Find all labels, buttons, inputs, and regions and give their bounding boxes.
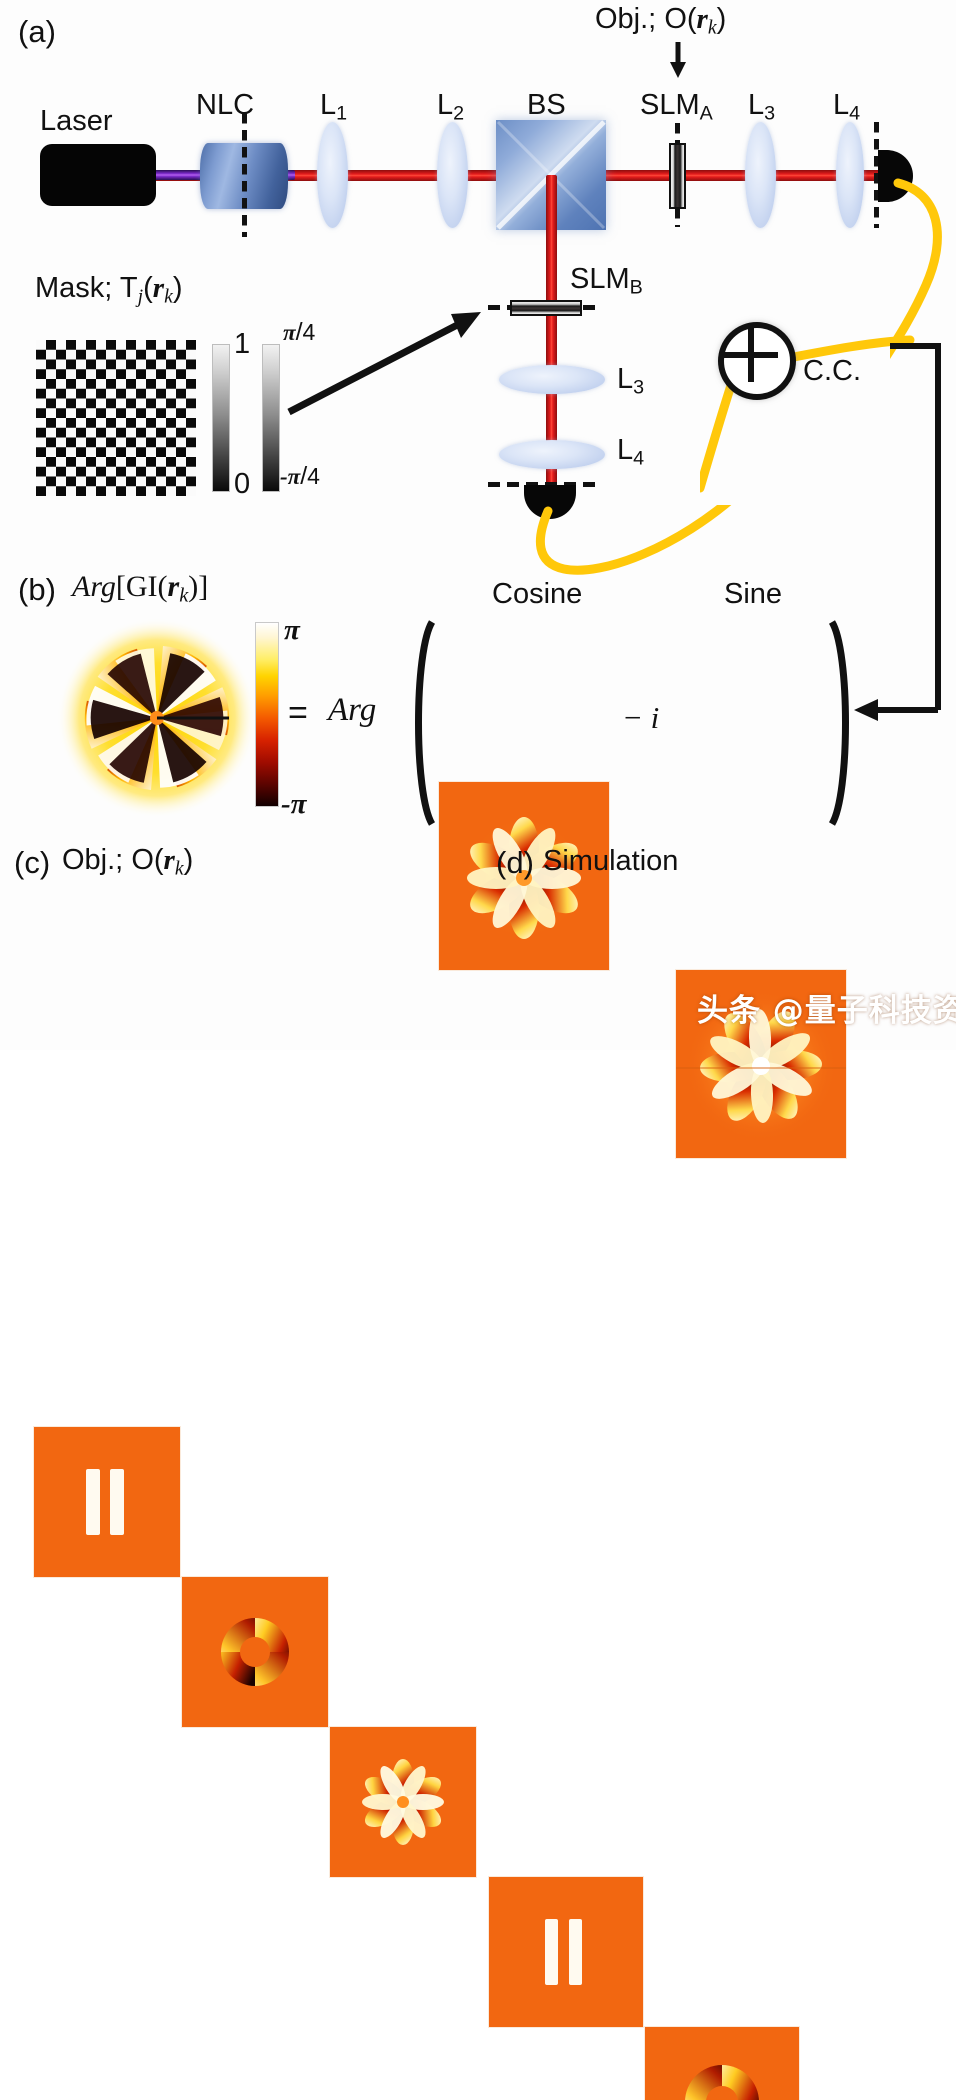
- lens3b-label: L3: [617, 363, 645, 399]
- panel-c-title: Obj.; O(rk): [62, 844, 193, 881]
- lens-l4: [836, 122, 864, 228]
- equals-sign: =: [288, 694, 308, 732]
- panel-b-label: (b): [18, 572, 56, 607]
- figure-canvas: (a) Obj.; O(rk) Laser NLC L1 L2 BS SLMA …: [14, 3, 956, 2100]
- mask-amp-min-label: 0: [234, 468, 251, 500]
- panel-b-cbar-min: -π: [281, 788, 307, 820]
- sine-label: Sine: [724, 578, 783, 610]
- lens-l3: [745, 122, 776, 228]
- mask-title-symbol: T: [119, 272, 138, 304]
- laser-source: [40, 144, 156, 206]
- panel-c-title-arg: r: [163, 844, 175, 876]
- panel-b-title: Arg[GI(rk)]: [72, 570, 208, 608]
- nlc-dashed-plane: [242, 113, 247, 237]
- panel-b-title-var: r: [167, 570, 180, 603]
- coincidence-label: C.C.: [803, 355, 861, 387]
- lens4b-label: L4: [617, 434, 645, 470]
- lens4-label: L4: [833, 89, 861, 125]
- panel-c-title-symbol: O(: [131, 844, 164, 876]
- panel-b-colorbar: [255, 622, 279, 807]
- beam-vertical: [546, 175, 557, 495]
- panel-d-tile-1: [489, 1877, 643, 2027]
- panel-c-tile-3: [330, 1727, 476, 1877]
- lens-l3-lower: [499, 365, 605, 394]
- mask-title: Mask; Tj(rk): [35, 272, 182, 309]
- cc-routing-arrow-icon: [854, 699, 938, 721]
- lens1-label: L1: [320, 89, 348, 125]
- gi-phase-image: [50, 616, 265, 821]
- mask-checkerboard-image: [36, 340, 196, 496]
- mask-title-arg-sub: k: [164, 285, 173, 308]
- cc-routing-line: [890, 343, 941, 710]
- slm-b-device[interactable]: [510, 300, 582, 316]
- panel-a-label: (a): [18, 14, 56, 49]
- cosine-image: [439, 782, 609, 970]
- object-label-arg: r: [696, 3, 708, 35]
- panel-b-cbar-max: π: [284, 614, 300, 646]
- panel-c-title-prefix: Obj.;: [62, 844, 124, 876]
- object-label: Obj.; O(rk): [595, 3, 726, 40]
- panel-b-title-open: [: [115, 570, 126, 603]
- mask-title-open: (: [143, 272, 153, 304]
- bracket-open: [415, 620, 436, 826]
- slm-a-label: SLMA: [640, 89, 713, 125]
- panel-c-tile-2: [182, 1577, 328, 1727]
- bs-label: BS: [527, 89, 566, 121]
- panel-d-tile-2: [645, 2027, 799, 2100]
- fiber-detector-b: [535, 505, 732, 575]
- panel-b-title-close: )]: [188, 570, 209, 603]
- watermark-text: 头条 @量子科技资讯: [697, 993, 956, 1029]
- mask-title-close: ): [172, 272, 183, 304]
- object-label-close: ): [716, 3, 727, 35]
- panel-c-title-arg-sub: k: [174, 857, 184, 880]
- lens-l2: [437, 122, 468, 228]
- mask-phase-max-label: π/4: [283, 318, 316, 346]
- mask-phase-colorbar: [262, 344, 280, 492]
- panel-b-title-var-sub: k: [179, 584, 189, 607]
- detector-a-dashed-plane: [874, 122, 879, 228]
- panel-c-label: (c): [14, 845, 51, 880]
- lens3-label: L3: [748, 89, 776, 125]
- mask-phase-min-label: -π/4: [280, 462, 320, 490]
- panel-b-title-arg: Arg: [72, 570, 116, 603]
- panel-b-title-gi: GI(: [125, 570, 168, 603]
- object-label-arg-sub: k: [707, 16, 717, 39]
- panel-c-tile-1: [34, 1427, 180, 1577]
- cosine-label: Cosine: [492, 578, 583, 610]
- lens2-label: L2: [437, 89, 465, 125]
- minus-i-operator: − i: [622, 700, 660, 735]
- laser-label: Laser: [40, 105, 113, 137]
- mask-amp-max-label: 1: [234, 328, 251, 360]
- object-label-prefix: Obj.;: [595, 3, 657, 35]
- bracket-close: [828, 620, 849, 826]
- object-down-arrow-icon: [670, 42, 686, 78]
- object-label-symbol: O(: [664, 3, 697, 35]
- arg-operator: Arg: [328, 692, 377, 728]
- coincidence-counter-icon: [718, 322, 796, 400]
- slm-b-label: SLMB: [570, 263, 643, 299]
- panel-d-title: Simulation: [543, 845, 679, 877]
- mask-to-slmb-arrow-icon: [287, 312, 481, 416]
- lens-l4-lower: [499, 440, 605, 469]
- slm-a-device[interactable]: [669, 143, 686, 209]
- mask-title-symbol-sub: j: [137, 285, 144, 308]
- panel-c-title-close: ): [183, 844, 194, 876]
- mask-title-arg: r: [152, 272, 165, 304]
- mask-amplitude-colorbar: [212, 344, 230, 492]
- detector-b-dashed-plane: [488, 482, 598, 487]
- lens-l1: [317, 122, 348, 228]
- panel-d-label: (d): [496, 845, 534, 880]
- mask-title-prefix: Mask;: [35, 272, 113, 304]
